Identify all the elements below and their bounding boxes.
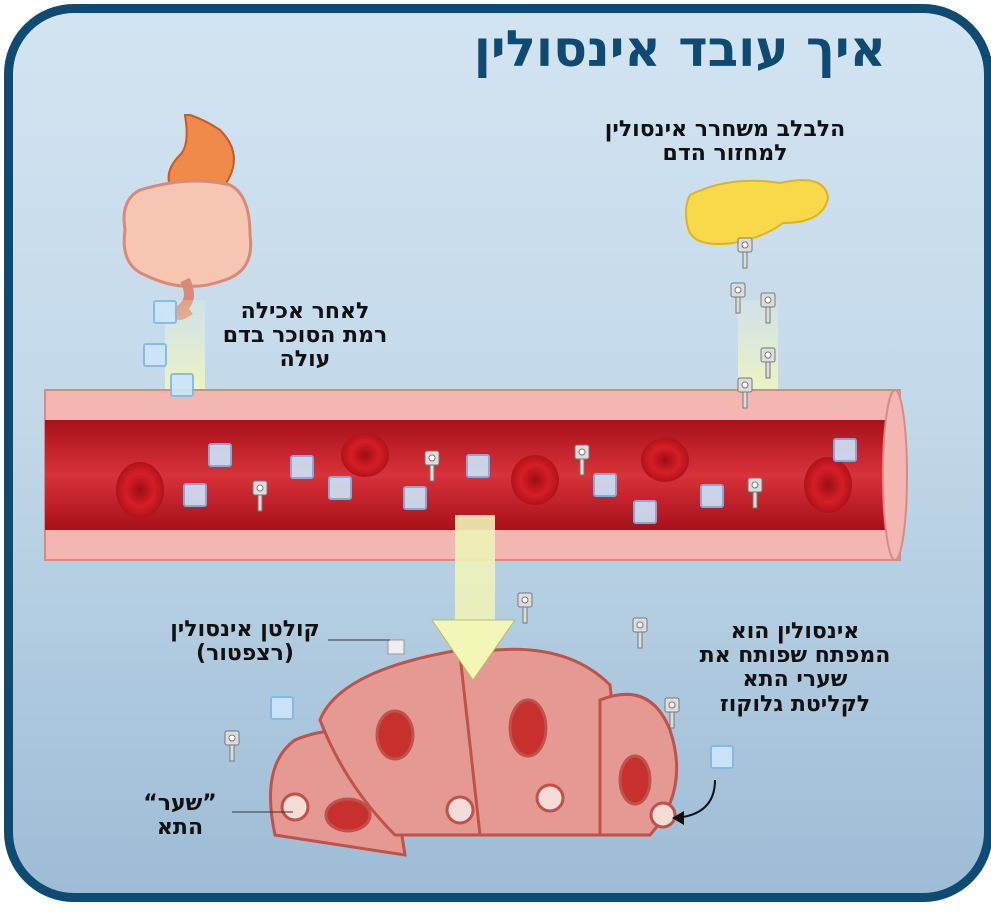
cell-gate-icon xyxy=(280,792,310,822)
label-line: התא xyxy=(156,815,204,841)
digestive-system-icon xyxy=(122,114,253,320)
insulin-key-label: אינסולין הוא המפתח שפותח את שערי התא לקל… xyxy=(680,619,910,717)
label-line: ”שער“ xyxy=(143,791,217,816)
cell-gate-icon xyxy=(445,795,475,825)
body-cells xyxy=(269,639,679,857)
arrowhead-icon xyxy=(672,811,684,825)
after-eating-label: לאחר אכילה רמת הסוכר בדם עולה xyxy=(200,299,410,373)
red-blood-cell-icon xyxy=(116,462,164,518)
red-blood-cell-icon xyxy=(804,457,852,513)
red-blood-cell-icon xyxy=(641,438,689,482)
cell-gate-icon xyxy=(535,783,565,813)
label-line: לקליטת גלוקוז xyxy=(719,691,871,717)
pancreas-label: הלבלב משחרר אינסולין למחזור הדם xyxy=(560,117,890,167)
label-line: קולטן אינסולין xyxy=(170,617,320,642)
insulin-to-cell-arrow-icon xyxy=(431,515,516,681)
label-line: שערי התא xyxy=(742,667,848,693)
label-line: רמת הסוכר בדם xyxy=(222,323,388,349)
pancreas-icon xyxy=(684,179,830,245)
label-line: המפתח שפותח את xyxy=(699,643,891,669)
label-line: (רצפטור) xyxy=(196,641,294,667)
label-line: לאחר אכילה xyxy=(240,299,370,324)
label-line: הלבלב משחרר אינסולין xyxy=(604,117,846,142)
glucose-entry-arrow-icon xyxy=(674,779,716,819)
page-title: איך עובד אינסולין xyxy=(473,20,886,78)
red-blood-cell-icon xyxy=(341,433,389,477)
cell-gate-icon xyxy=(649,801,677,829)
cell-gate-label: ”שער“ התא xyxy=(125,791,235,841)
label-line: עולה xyxy=(279,347,331,373)
receptor-icon xyxy=(387,639,405,655)
label-line: אינסולין הוא xyxy=(730,619,860,644)
red-blood-cell-icon xyxy=(511,455,559,505)
label-line: למחזור הדם xyxy=(662,141,788,167)
receptor-label: קולטן אינסולין (רצפטור) xyxy=(140,617,350,667)
